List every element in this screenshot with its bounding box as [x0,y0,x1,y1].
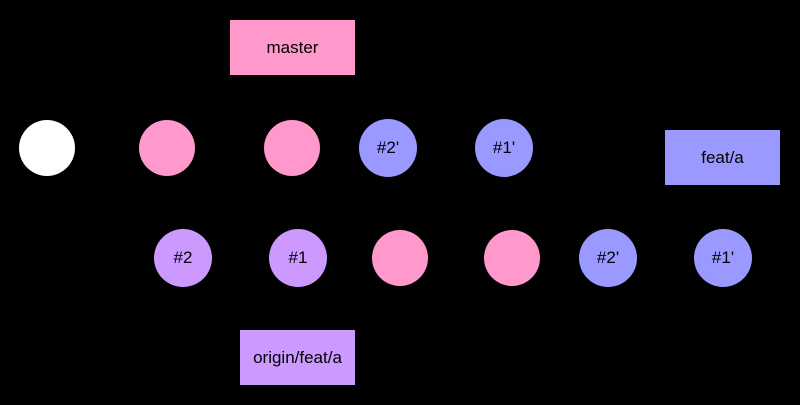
commit-node-rebased: #1' [475,119,533,177]
branch-label-master: master [230,20,355,75]
commit-node-master [372,230,428,286]
commit-node-rebased: #2' [579,229,637,287]
commit-node-rebased: #1' [694,229,752,287]
commit-node-master [139,120,195,176]
branch-label-origin-feat-a: origin/feat/a [240,330,355,385]
branch-label-feat-a: feat/a [665,130,780,185]
commit-node-initial [19,120,75,176]
commit-node-feature: #2 [154,229,212,287]
commit-node-feature: #1 [269,229,327,287]
commit-node-master [484,230,540,286]
commit-node-master [264,120,320,176]
commit-node-rebased: #2' [359,119,417,177]
